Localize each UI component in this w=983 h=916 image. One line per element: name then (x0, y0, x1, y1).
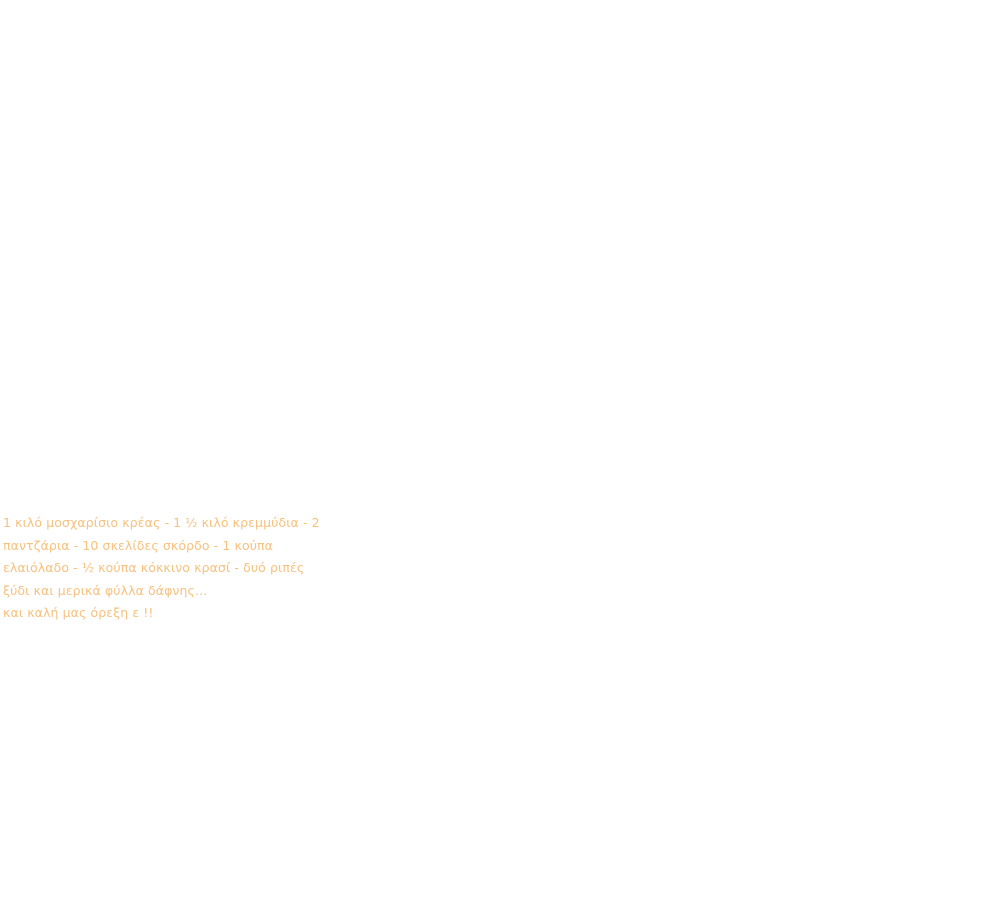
recipe-line: παντζάρια - 10 σκελίδες σκόρδο - 1 κούπα (3, 537, 274, 553)
recipe-ingredients-text: 1 κιλό μοσχαρίσιο κρέας - 1 ½ κιλό κρεμμ… (3, 512, 323, 625)
recipe-line: ελαιόλαδο - ½ κούπα κόκκινο κρασί - δυό … (3, 560, 305, 575)
recipe-line: ξύδι και μερικά φύλλα δάφνης… (3, 582, 208, 598)
recipe-closing-line: και καλή μας όρεξη ε !! (3, 605, 154, 620)
recipe-line: 1 κιλό μοσχαρίσιο κρέας - 1 ½ κιλό κρεμμ… (3, 515, 320, 530)
